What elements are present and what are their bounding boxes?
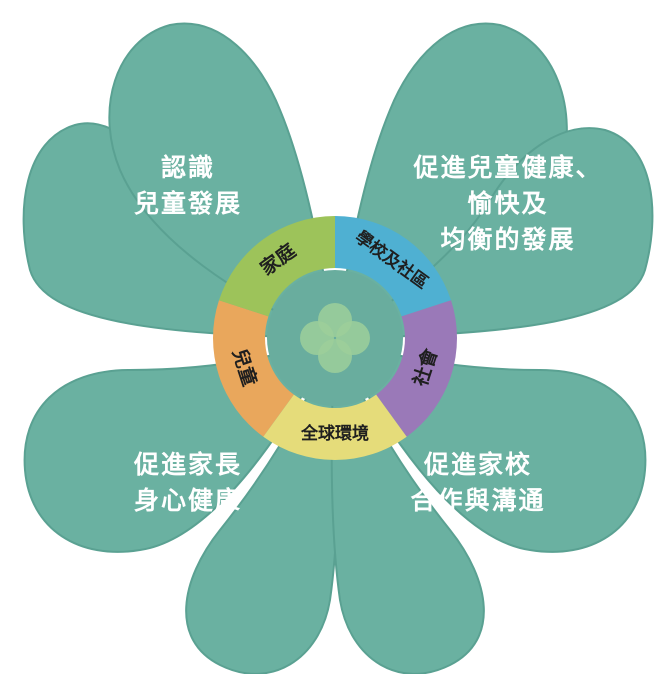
ring-segment [335,216,452,317]
ring-segment [263,394,407,460]
petal-label-line: 促進家校 [423,450,532,479]
ring-label: 全球環境 [300,423,369,444]
ring-segment [218,216,335,317]
petal-label-line: 促進兒童健康、 [413,153,603,182]
ring: 兒童家庭學校及社區社會全球環境 [213,216,457,460]
petal-label-top-right: 促進兒童健康、 愉快及 均衡的發展 [378,150,638,258]
petal-label-bottom-right: 促進家校 合作與溝通 [378,447,578,519]
ring-segment [213,300,294,437]
petal-label-line: 均衡的發展 [440,225,576,254]
petal-label-line: 身心健康 [133,486,242,515]
petal-label-line: 認識 [160,153,215,182]
center-disc [267,270,403,406]
petal-label-bottom-left: 促進家長 身心健康 [118,447,258,519]
petal-label-line: 兒童發展 [133,189,242,218]
petal-label-line: 促進家長 [133,450,242,479]
petal-label-line: 愉快及 [467,189,549,218]
clover-leaf [300,321,334,355]
petal-label-line: 合作與溝通 [410,486,546,515]
petal-label-top-left: 認識 兒童發展 [118,150,258,222]
ring-segment [376,300,457,437]
clover-icon [300,303,370,373]
